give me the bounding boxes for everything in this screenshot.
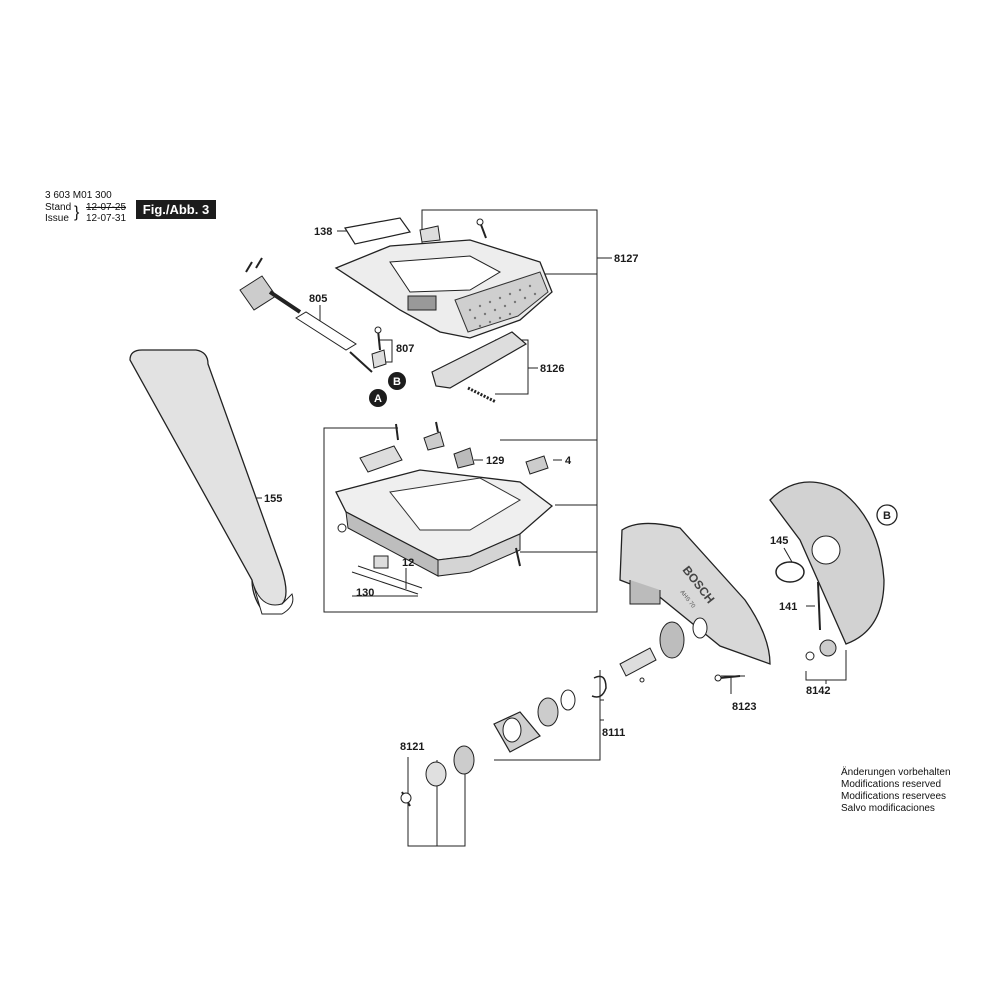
blade-guard-8123: BOSCH AHS 70 xyxy=(619,522,771,682)
label-145: 145 xyxy=(770,535,788,547)
note-en: Modifications reserved xyxy=(841,779,942,790)
stand-label: Stand xyxy=(45,202,72,213)
leader-lines xyxy=(238,209,847,847)
callout-b-label: B xyxy=(393,376,401,388)
switch-slider-8126 xyxy=(431,331,528,404)
base-housing-12 xyxy=(335,469,554,595)
label-805: 805 xyxy=(309,293,327,305)
callout-b-disc-label: B xyxy=(883,510,891,522)
switch-assembly xyxy=(359,421,549,475)
issue-label: Issue xyxy=(45,213,69,224)
label-4: 4 xyxy=(565,455,572,467)
label-8121: 8121 xyxy=(400,741,424,753)
power-cable-805 xyxy=(239,257,387,373)
callout-a-cable: A xyxy=(369,389,387,407)
label-807: 807 xyxy=(396,343,414,355)
drive-shaft-8111 xyxy=(493,617,708,753)
label-130: 130 xyxy=(356,587,374,599)
note-fr: Modifications reservees xyxy=(841,791,947,802)
callout-a-label: A xyxy=(374,393,382,405)
callout-b-cable: B xyxy=(388,372,406,390)
note-de: Änderungen vorbehalten xyxy=(841,767,951,778)
blade-cover-8142 xyxy=(769,481,885,661)
switch-cover-138 xyxy=(344,217,487,245)
label-8142: 8142 xyxy=(806,685,830,697)
label-141: 141 xyxy=(779,601,797,613)
document-number: 3 603 M01 300 xyxy=(45,190,112,201)
housing-top-8127 xyxy=(334,239,553,339)
label-155: 155 xyxy=(264,493,282,505)
callout-b-disc: B xyxy=(876,504,898,526)
collection-chute-155 xyxy=(129,349,294,615)
flange-8121 xyxy=(400,745,475,807)
stand-date: 12-07-25 xyxy=(86,202,127,213)
label-8123: 8123 xyxy=(732,701,756,713)
label-129: 129 xyxy=(486,455,504,467)
label-8126: 8126 xyxy=(540,363,564,375)
issue-date: 12-07-31 xyxy=(86,213,127,224)
note-es: Salvo modificaciones xyxy=(841,803,935,814)
label-8127: 8127 xyxy=(614,253,638,265)
figure-label: Fig./Abb. 3 xyxy=(136,200,216,219)
label-8111: 8111 xyxy=(602,727,625,739)
label-138: 138 xyxy=(314,226,332,238)
modification-notes: Änderungen vorbehalten Modifications res… xyxy=(841,767,951,815)
label-12: 12 xyxy=(402,557,414,569)
brace-glyph: } xyxy=(74,204,80,221)
